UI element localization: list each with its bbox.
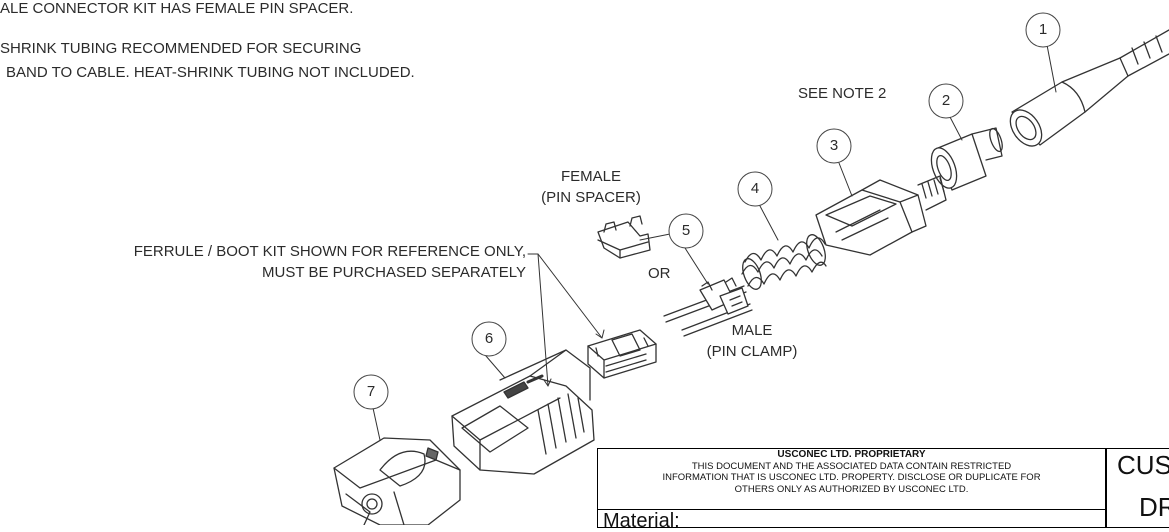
leader-5b xyxy=(684,247,709,285)
note-line-2: SHRINK TUBING RECOMMENDED FOR SECURING xyxy=(0,40,362,57)
part-2-crimp-ring xyxy=(930,127,1003,191)
leader-2 xyxy=(949,116,963,141)
leader-ferrule-b xyxy=(537,253,549,387)
leader-4 xyxy=(759,205,779,241)
part-1-crimp-sleeve xyxy=(1009,29,1169,147)
part-5-male-pin-clamp xyxy=(663,277,753,337)
title-block: USCONEC LTD. PROPRIETARY THIS DOCUMENT A… xyxy=(597,448,1106,532)
ferrule xyxy=(587,329,657,379)
balloon-circles xyxy=(353,12,1061,410)
part-7-boot xyxy=(333,437,461,525)
leader-6 xyxy=(485,355,506,379)
material-label: Material: xyxy=(603,510,680,532)
balloon-1 xyxy=(1025,12,1061,48)
proprietary-line-1: THIS DOCUMENT AND THE ASSOCIATED DATA CO… xyxy=(691,460,1012,472)
side-text-2: DR xyxy=(1139,492,1169,522)
pin-clamp-label: (PIN CLAMP) xyxy=(706,343,798,360)
balloon-5 xyxy=(668,213,704,249)
pin-spacer-label: (PIN SPACER) xyxy=(541,189,641,206)
ferrule-note-line-1: FERRULE / BOOT KIT SHOWN FOR REFERENCE O… xyxy=(133,243,526,260)
balloon-number-3: 3 xyxy=(829,137,839,154)
title-block-divider xyxy=(598,509,1105,510)
balloon-number-2: 2 xyxy=(941,92,951,109)
leader-7 xyxy=(372,407,381,441)
part-5-female-pin-spacer xyxy=(597,215,651,259)
balloon-6 xyxy=(471,321,507,357)
balloon-number-4: 4 xyxy=(750,180,760,197)
balloon-number-6: 6 xyxy=(484,330,494,347)
leader-3 xyxy=(838,162,853,197)
balloon-3 xyxy=(816,128,852,164)
proprietary-notice: USCONEC LTD. PROPRIETARY THIS DOCUMENT A… xyxy=(598,449,1105,495)
balloon-number-7: 7 xyxy=(366,383,376,400)
balloon-number-5: 5 xyxy=(681,222,691,239)
balloon-2 xyxy=(928,83,964,119)
note-line-1: ALE CONNECTOR KIT HAS FEMALE PIN SPACER. xyxy=(0,0,354,17)
part-4-spring xyxy=(741,234,827,290)
or-label: OR xyxy=(648,265,671,282)
leader-1 xyxy=(1046,44,1057,93)
proprietary-title: USCONEC LTD. PROPRIETARY xyxy=(777,449,926,460)
proprietary-line-2: INFORMATION THAT IS USCONEC LTD. PROPERT… xyxy=(662,472,1041,483)
leader-lines xyxy=(372,44,1057,441)
part-3-housing xyxy=(815,175,947,256)
side-text-1: CUS xyxy=(1117,450,1169,480)
see-note-label: SEE NOTE 2 xyxy=(798,85,887,102)
balloon-7 xyxy=(353,374,389,410)
part-6-connector-body xyxy=(451,349,595,475)
note-line-3: BAND TO CABLE. HEAT-SHRINK TUBING NOT IN… xyxy=(6,64,415,81)
ferrule-note-line-2: MUST BE PURCHASED SEPARATELY xyxy=(262,264,526,281)
male-label: MALE xyxy=(731,322,773,339)
title-block-side-cell: CUS DR xyxy=(1106,448,1169,528)
balloon-number-1: 1 xyxy=(1038,21,1048,38)
leader-5a xyxy=(639,233,671,241)
balloon-4 xyxy=(737,171,773,207)
proprietary-line-3: OTHERS ONLY AS AUTHORIZED BY USCONEC LTD… xyxy=(734,483,969,495)
female-label: FEMALE xyxy=(560,168,621,185)
